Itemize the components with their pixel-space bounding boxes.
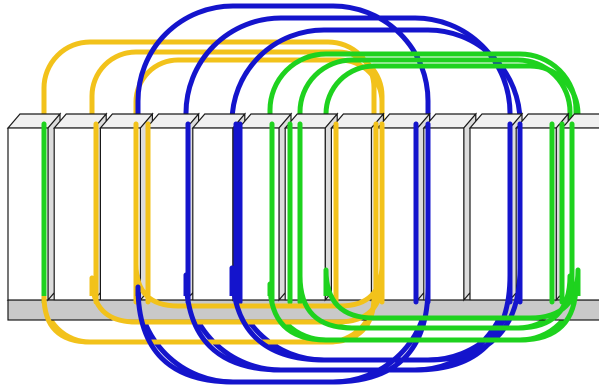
tooth-front: [54, 128, 94, 300]
stator-tooth: [562, 114, 599, 300]
stator-tooth: [378, 114, 430, 300]
stator-tooth: [100, 114, 152, 300]
stator-tooth: [470, 114, 522, 300]
stator-tooth: [8, 114, 60, 300]
stator-tooth: [424, 114, 476, 300]
tooth-front: [470, 128, 510, 300]
stator-tooth: [285, 114, 337, 300]
tooth-front: [562, 128, 599, 300]
stator-tooth: [147, 114, 199, 300]
tooth-front: [193, 128, 233, 300]
stator-tooth: [239, 114, 291, 300]
tooth-front: [147, 128, 187, 300]
